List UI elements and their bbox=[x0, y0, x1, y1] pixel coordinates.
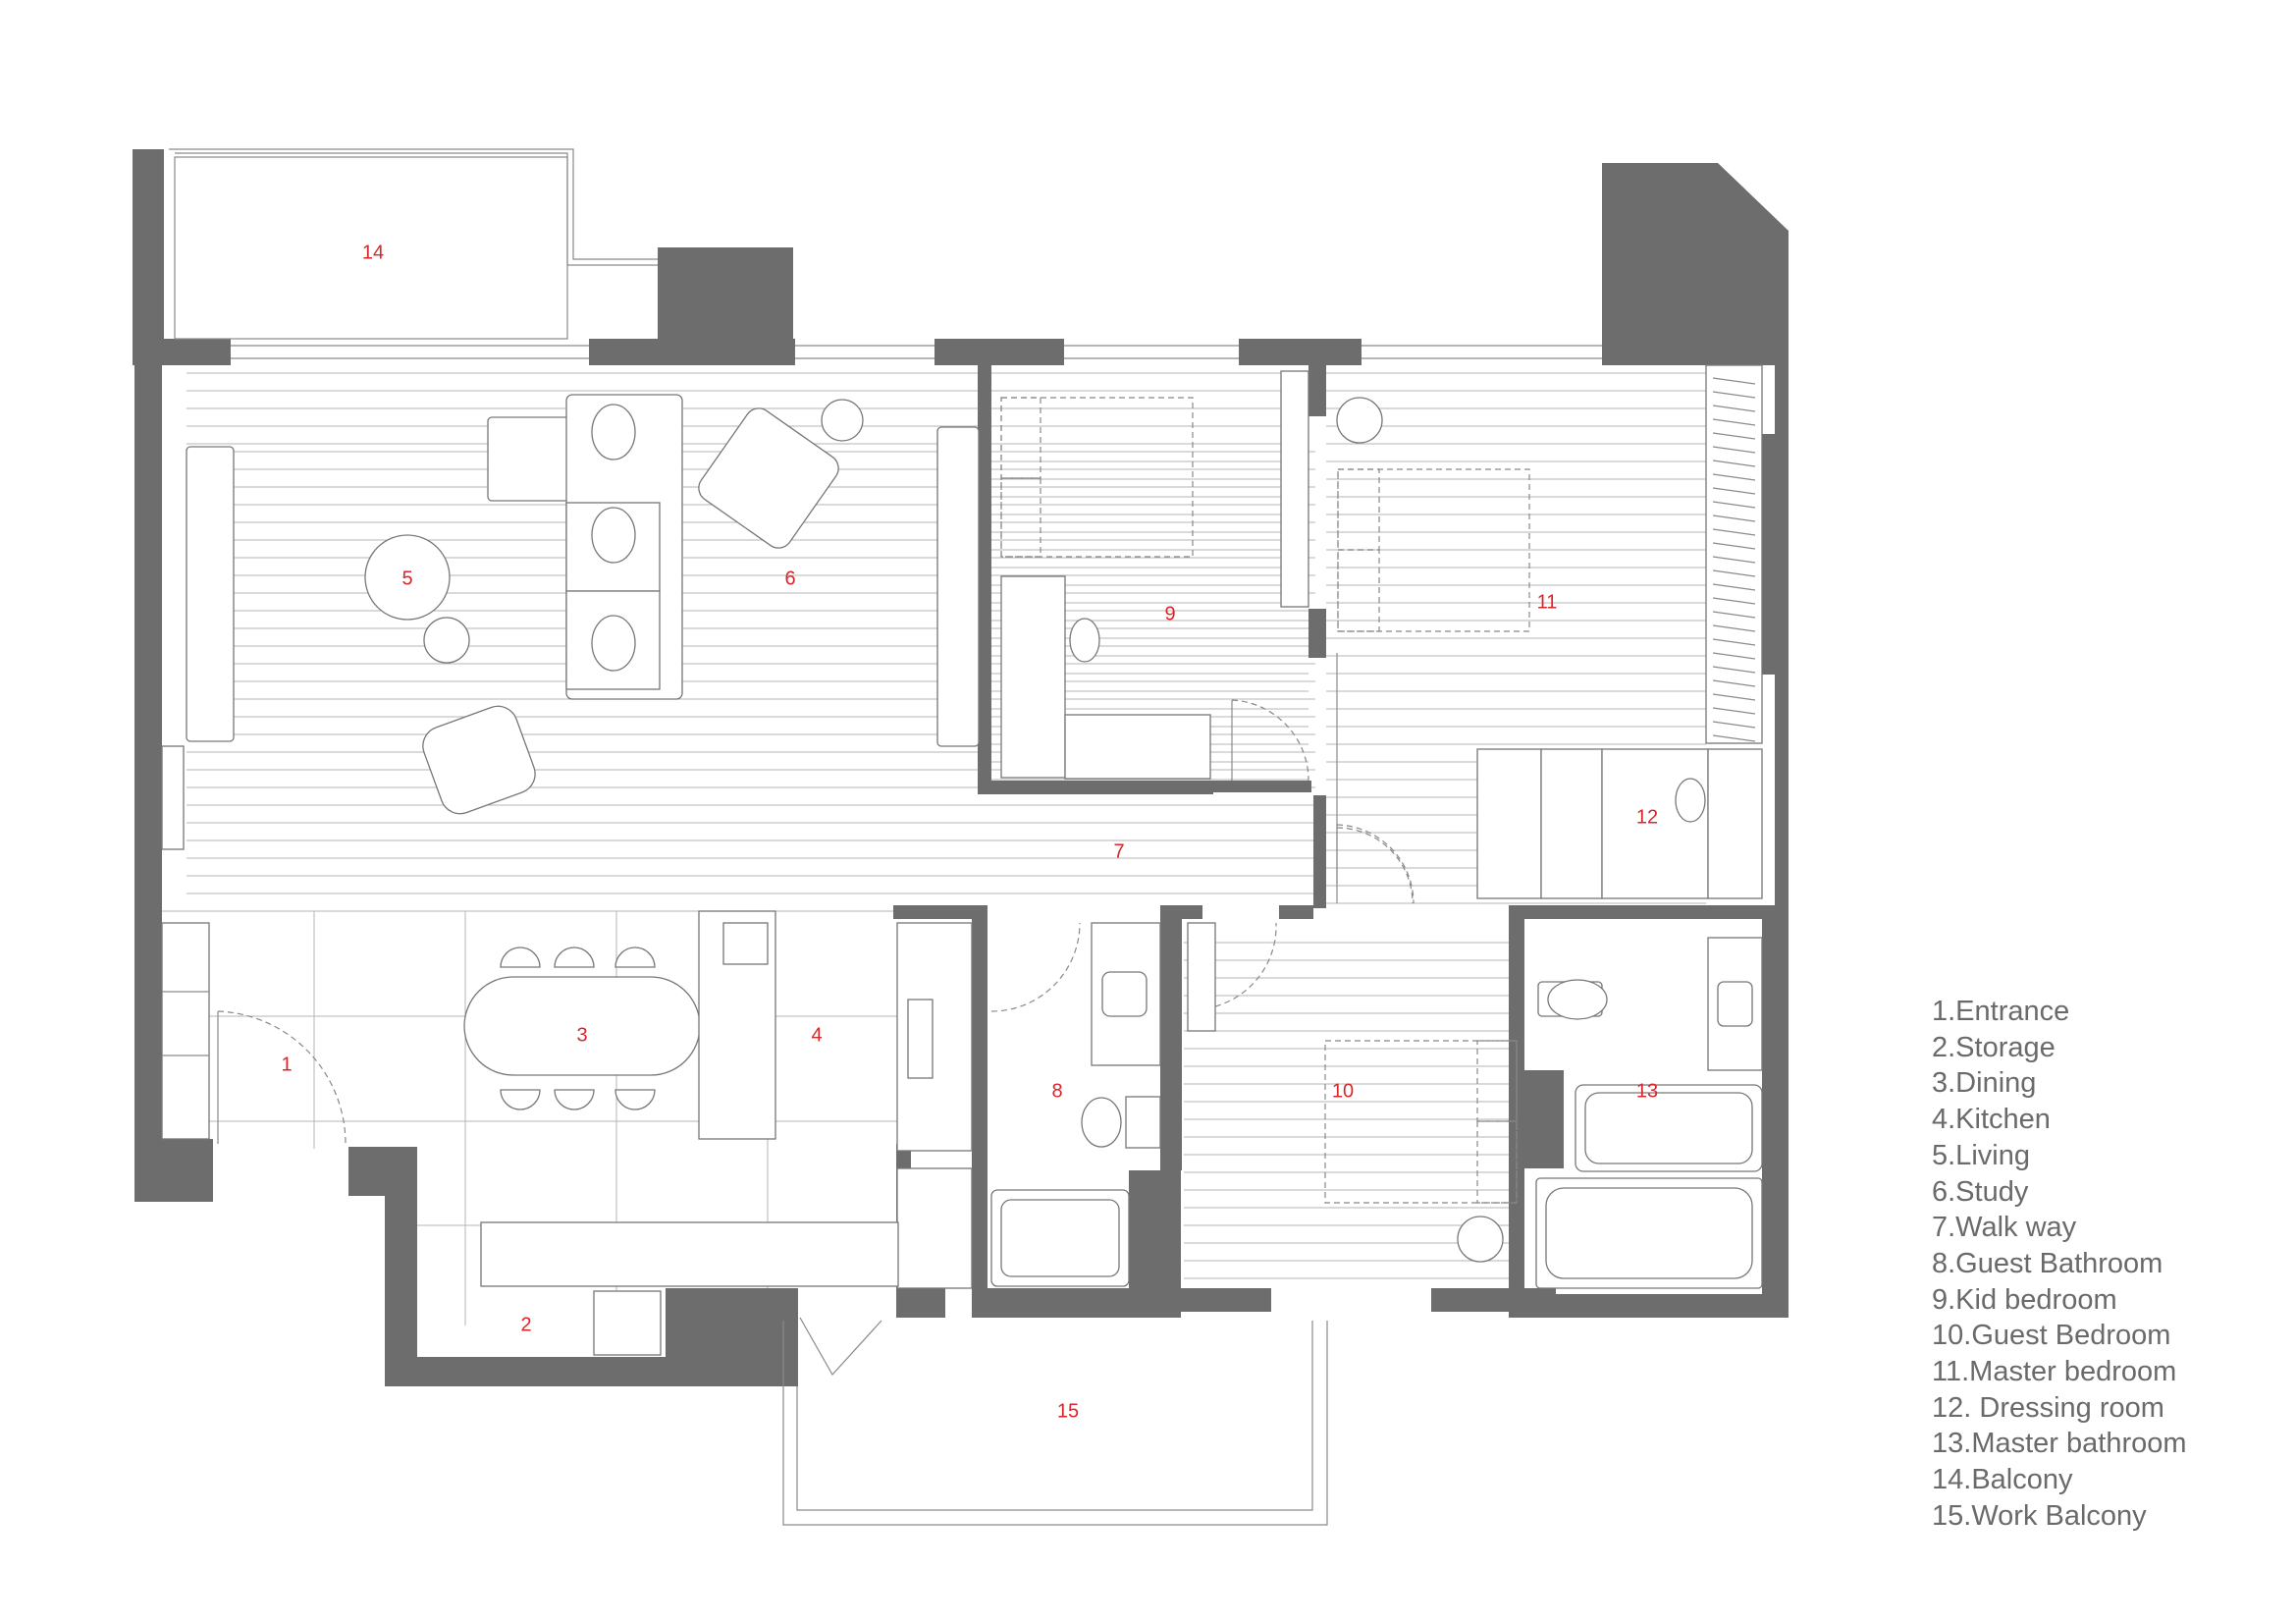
legend-item: 2.Storage bbox=[1932, 1031, 2056, 1063]
kid-desk bbox=[1000, 575, 1211, 780]
master-side-table bbox=[1280, 370, 1383, 608]
legend-item: 14.Balcony bbox=[1932, 1464, 2073, 1496]
room-number-10: 10 bbox=[1332, 1080, 1354, 1102]
room-number-4: 4 bbox=[811, 1024, 822, 1046]
hanger-mark bbox=[1712, 734, 1756, 742]
room-number-8: 8 bbox=[1051, 1080, 1062, 1102]
legend-item: 15.Work Balcony bbox=[1932, 1499, 2147, 1532]
balcony-15-outline bbox=[782, 1317, 1328, 1526]
hanger-mark bbox=[1712, 556, 1756, 564]
hanger-mark bbox=[1712, 721, 1756, 729]
room-number-12: 12 bbox=[1636, 806, 1658, 828]
room-numbers: 1 2 3 4 5 6 7 8 9 10 11 12 13 14 15 bbox=[281, 242, 1658, 1422]
hanger-mark bbox=[1712, 652, 1756, 660]
legend-item: 7.Walk way bbox=[1932, 1212, 2077, 1244]
room-number-2: 2 bbox=[520, 1314, 531, 1335]
legend-item: 12. Dressing room bbox=[1932, 1391, 2164, 1424]
room-legend: 1.Entrance 2.Storage 3.Dining 4.Kitchen … bbox=[1932, 994, 2285, 1535]
master-wardrobe bbox=[1705, 364, 1763, 744]
room-number-14: 14 bbox=[362, 242, 384, 263]
hanger-mark bbox=[1712, 487, 1756, 495]
armchair-top bbox=[698, 407, 839, 549]
hanger-mark bbox=[1712, 391, 1756, 399]
room-number-9: 9 bbox=[1164, 603, 1175, 624]
hanger-mark bbox=[1712, 432, 1756, 440]
master-bed bbox=[1337, 468, 1530, 632]
hanger-mark bbox=[1712, 418, 1756, 426]
legend-item: 9.Kid bedroom bbox=[1932, 1283, 2117, 1316]
room-number-13: 13 bbox=[1636, 1080, 1658, 1102]
hanger-mark bbox=[1712, 501, 1756, 509]
room-number-7: 7 bbox=[1113, 840, 1124, 862]
guest-bathroom-fixtures bbox=[990, 922, 1161, 1287]
hanger-mark bbox=[1712, 666, 1756, 674]
hanger-mark bbox=[1712, 707, 1756, 715]
coffee-tables bbox=[364, 399, 864, 664]
hanger-mark bbox=[1712, 460, 1756, 467]
hanger-mark bbox=[1712, 514, 1756, 522]
kid-bed bbox=[1000, 397, 1194, 558]
hanger-mark bbox=[1712, 624, 1756, 632]
hanger-mark bbox=[1712, 528, 1756, 536]
hanger-mark bbox=[1712, 679, 1756, 687]
dining-table bbox=[463, 947, 701, 1110]
legend-item: 4.Kitchen bbox=[1932, 1104, 2051, 1136]
walls bbox=[133, 149, 1789, 1386]
hanger-mark bbox=[1712, 583, 1756, 591]
hanger-mark bbox=[1712, 377, 1756, 385]
hanger-mark bbox=[1712, 405, 1756, 412]
dressing-room-units bbox=[1476, 748, 1763, 899]
legend-item: 10.Guest Bedroom bbox=[1932, 1320, 2171, 1352]
room-number-15: 15 bbox=[1057, 1400, 1079, 1422]
hanger-mark bbox=[1712, 638, 1756, 646]
kitchen-counter bbox=[480, 922, 973, 1356]
walkway-door bbox=[1336, 825, 1414, 904]
hanger-mark bbox=[1712, 446, 1756, 454]
room-number-5: 5 bbox=[401, 568, 412, 589]
hanger-mark bbox=[1712, 611, 1756, 619]
room-number-11: 11 bbox=[1537, 591, 1558, 613]
room-number-3: 3 bbox=[576, 1024, 587, 1046]
hanger-mark bbox=[1712, 542, 1756, 550]
balcony-14-outline bbox=[169, 148, 1602, 359]
room-number-1: 1 bbox=[281, 1054, 292, 1075]
entrance-cabinet bbox=[161, 922, 210, 1140]
wood-floor-living bbox=[187, 372, 1315, 894]
tv-console bbox=[161, 426, 980, 850]
entrance-door bbox=[217, 1010, 347, 1145]
legend-item: 3.Dining bbox=[1932, 1067, 2037, 1100]
hanger-mark bbox=[1712, 569, 1756, 577]
armchair-bottom bbox=[422, 705, 536, 815]
legend-item: 5.Living bbox=[1932, 1139, 2030, 1171]
hanger-mark bbox=[1712, 473, 1756, 481]
kid-door bbox=[1231, 699, 1309, 782]
kitchen-island bbox=[698, 910, 776, 1140]
legend-item: 6.Study bbox=[1932, 1175, 2029, 1208]
legend-item: 13.Master bathroom bbox=[1932, 1428, 2187, 1460]
legend-item: 8.Guest Bathroom bbox=[1932, 1247, 2163, 1279]
sofa bbox=[487, 394, 683, 700]
legend-item: 11.Master bedroom bbox=[1932, 1356, 2177, 1388]
guest-bed bbox=[1187, 922, 1518, 1263]
legend-item: 1.Entrance bbox=[1932, 996, 2070, 1027]
hanger-mark bbox=[1712, 597, 1756, 605]
hanger-mark bbox=[1712, 693, 1756, 701]
room-number-6: 6 bbox=[784, 568, 795, 589]
master-bathroom-fixtures bbox=[1535, 937, 1763, 1289]
